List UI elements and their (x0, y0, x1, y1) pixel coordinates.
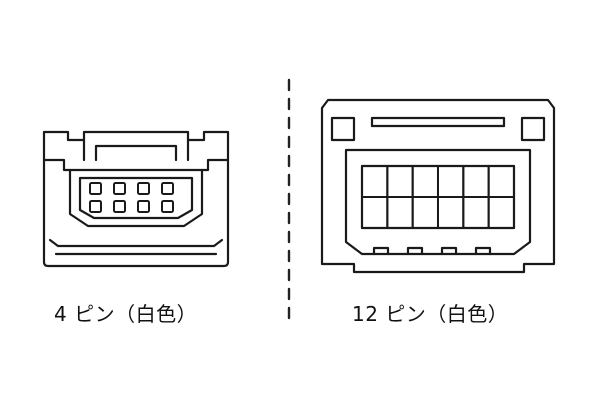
connector-4pin (42, 130, 230, 268)
pin-cavity (487, 196, 515, 229)
connector-4pin-latch-inner (94, 144, 178, 162)
pin-cavity (113, 182, 126, 195)
connector-4pin-housing (68, 168, 204, 228)
pin-cavity (386, 165, 414, 198)
connector-4pin-right-shoulder (200, 158, 230, 172)
connector-4pin-bottom-ramp (48, 238, 224, 248)
pin-cavity (361, 165, 389, 198)
connector-4pin-right-flange (186, 130, 230, 142)
connector-4pin-pins (89, 182, 174, 213)
pin-cavity (411, 165, 439, 198)
connector-4pin-latch (82, 130, 190, 162)
connector-12pin (320, 98, 556, 274)
pin-cavity (113, 200, 126, 213)
connector-4pin-body (42, 138, 230, 268)
connector-12pin-bottom-notches (372, 246, 492, 256)
pin-cavity (436, 196, 465, 229)
pin-cavity (487, 165, 515, 198)
pin-cavity (89, 182, 102, 195)
connector-12pin-top-rail-inner (370, 116, 506, 128)
pin-cavity (411, 196, 439, 229)
pin-cavity (89, 200, 102, 213)
pin-cavity (137, 182, 150, 195)
connector-12pin-body (320, 98, 556, 274)
pin-cavity (462, 196, 490, 229)
pin-cavity (361, 196, 389, 229)
connector-4pin-left-flange (42, 130, 86, 142)
connector-12pin-left-key (330, 116, 356, 142)
connector-12pin-housing (344, 148, 532, 256)
pin-cavity (161, 182, 174, 195)
pin-cavity (137, 200, 150, 213)
pin-cavity (386, 196, 414, 229)
connector-12pin-right-key (520, 116, 546, 142)
pin-cavity (436, 165, 465, 198)
connector-12pin-label: 12 ピン（白色） (352, 302, 509, 326)
pin-cavity (462, 165, 490, 198)
pin-cavity (161, 200, 174, 213)
connector-12pin-pins (361, 165, 515, 229)
connector-4pin-left-shoulder (42, 158, 72, 172)
connector-4pin-label: 4 ピン（白色） (54, 302, 198, 326)
connector-4pin-housing-inner (78, 176, 194, 220)
